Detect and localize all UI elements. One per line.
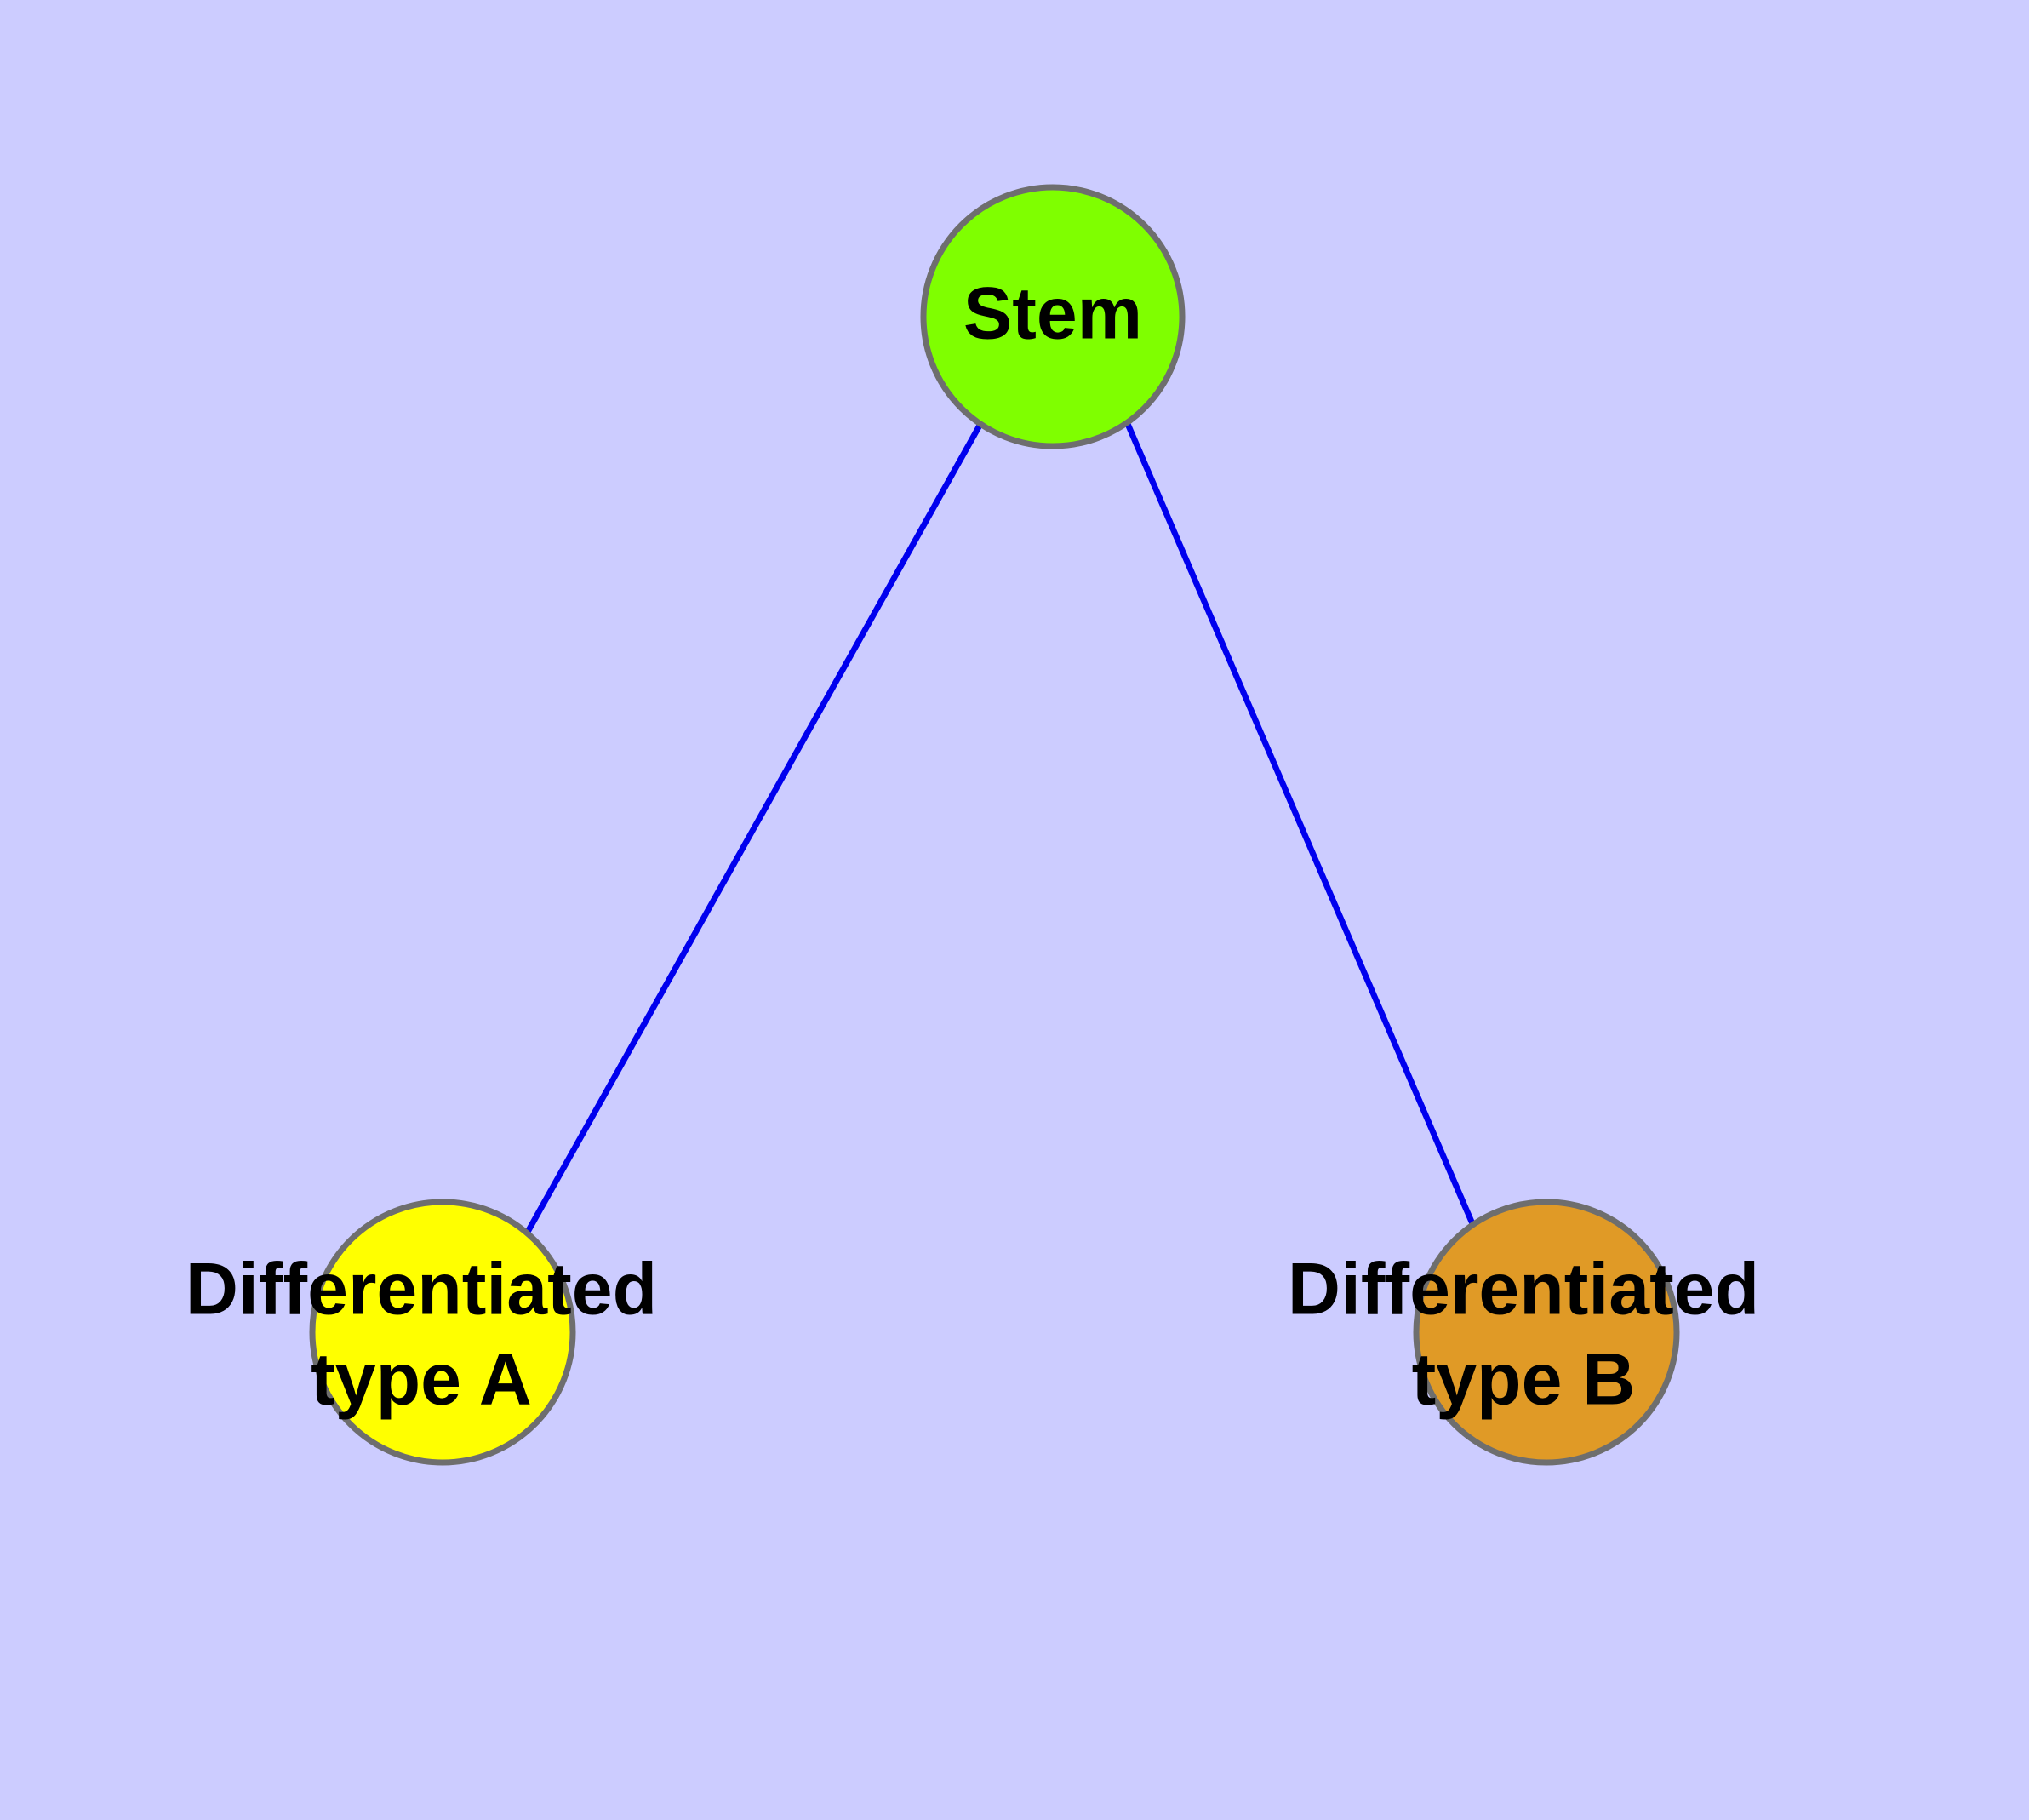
node-differentiated-type-a-label-line-1: Differentiated xyxy=(186,1249,657,1331)
node-layer xyxy=(309,184,1680,1466)
node-differentiated-type-b[interactable] xyxy=(1413,1199,1680,1466)
edge-layer xyxy=(520,422,1480,1241)
node-differentiated-type-a[interactable] xyxy=(309,1199,576,1466)
node-differentiated-type-b-circle[interactable] xyxy=(1413,1199,1680,1466)
node-differentiated-type-a-label-line-2: type A xyxy=(311,1339,532,1421)
node-stem-circle[interactable] xyxy=(920,184,1186,449)
node-stem[interactable] xyxy=(920,184,1186,449)
label-layer: Stem Differentiated type A Differentiate… xyxy=(186,273,1759,1421)
edge-stem-to-differentiated-type-a[interactable] xyxy=(520,422,984,1241)
node-stem-label-line-1: Stem xyxy=(963,273,1142,355)
edge-stem-to-differentiated-type-b[interactable] xyxy=(1124,422,1480,1235)
node-differentiated-type-b-label-line-2: type B xyxy=(1412,1339,1636,1421)
node-differentiated-type-b-label-line-1: Differentiated xyxy=(1288,1249,1759,1331)
node-differentiated-type-a-circle[interactable] xyxy=(309,1199,576,1466)
